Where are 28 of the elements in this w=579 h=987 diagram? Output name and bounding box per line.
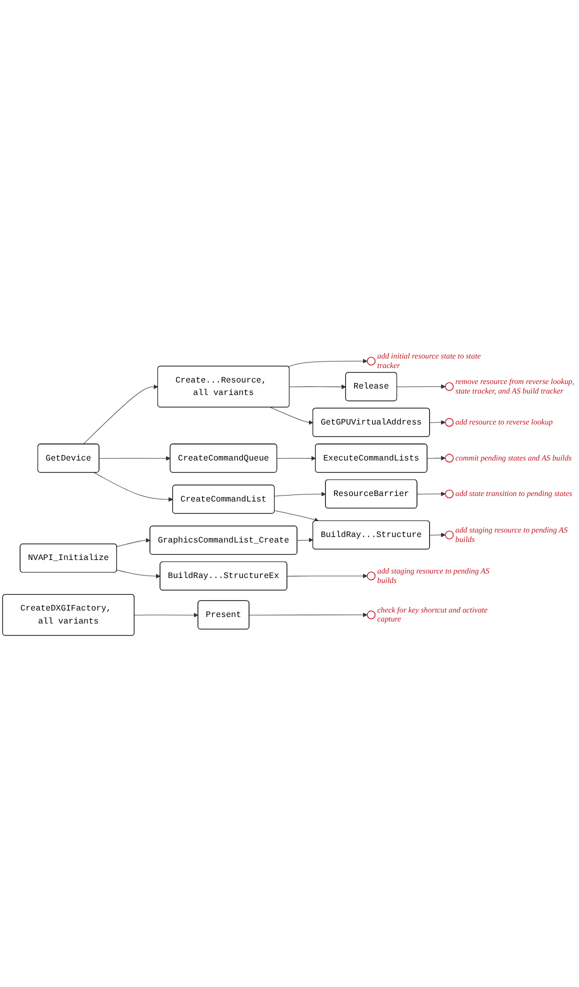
arrow [134,612,198,618]
arrow [288,358,368,367]
arrow [99,456,171,461]
arrow [249,612,368,618]
node-circle [444,530,454,540]
arrow [116,538,150,547]
node-circle [444,490,454,498]
arrow [83,384,158,444]
node-circle [444,382,454,391]
arrow [297,538,314,542]
node-circle [366,356,376,366]
arrow [116,570,160,578]
arrow [289,384,346,390]
node-circle [366,572,376,580]
node-circle [444,454,454,462]
arrow [94,472,174,502]
node-circle [366,610,376,620]
arrow [427,456,446,460]
arrow [396,384,446,389]
arrow [430,420,446,425]
node-circle [444,418,454,427]
arrow [270,407,314,425]
arrow [430,532,446,538]
arrow [276,456,316,461]
arrow [274,492,326,496]
arrow [274,510,320,522]
arrow [416,492,446,496]
arrow [286,574,368,578]
